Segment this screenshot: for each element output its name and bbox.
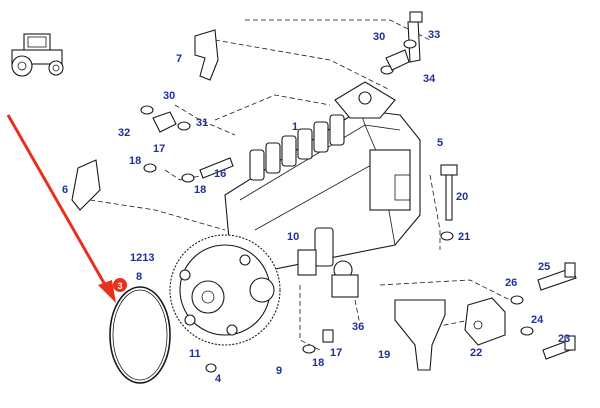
- fuel-fittings: [297, 227, 359, 298]
- callout-26: 26: [505, 277, 517, 289]
- pipe-30-upper: [385, 49, 410, 71]
- callout-9: 9: [276, 365, 282, 377]
- callout-1: 1: [292, 121, 298, 133]
- callout-30a: 30: [163, 90, 175, 102]
- callout-32: 32: [118, 127, 130, 139]
- leader-lines: [89, 19, 511, 351]
- callout-7: 7: [176, 53, 182, 65]
- highlight-badge: 3: [113, 278, 127, 292]
- bracket-19: [394, 299, 446, 371]
- callout-1213: 1213: [130, 252, 154, 264]
- callout-23: 23: [558, 333, 570, 345]
- highlight-badge-label: 3: [117, 281, 122, 291]
- tractor-icon: [11, 33, 64, 77]
- callout-labels: 1 4 5 6 7 8 9 10 11 1213 16 17 17 18 18 …: [62, 29, 570, 385]
- drive-gear: [169, 234, 281, 346]
- callout-17b: 17: [330, 347, 342, 359]
- callout-18b: 18: [194, 184, 206, 196]
- callout-16: 16: [214, 168, 226, 180]
- callout-25: 25: [538, 261, 550, 273]
- callout-19: 19: [378, 349, 390, 361]
- callout-10: 10: [287, 231, 299, 243]
- pump-barrels: [249, 114, 345, 181]
- callout-8: 8: [136, 271, 142, 283]
- highlight-arrow: [6, 114, 116, 303]
- callout-24: 24: [531, 314, 544, 326]
- callout-18a: 18: [129, 155, 141, 167]
- callout-20: 20: [456, 191, 468, 203]
- pipe-30: [152, 111, 177, 133]
- callout-18c: 18: [312, 357, 324, 369]
- injection-pump: [224, 81, 421, 271]
- callout-30b: 30: [373, 31, 385, 43]
- callout-5: 5: [437, 137, 443, 149]
- gasket-ring: [109, 286, 171, 384]
- callout-31: 31: [196, 117, 208, 129]
- callout-6: 6: [62, 184, 68, 196]
- callout-34: 34: [423, 73, 436, 85]
- callout-36: 36: [352, 321, 364, 333]
- washers: [140, 39, 534, 373]
- callout-22: 22: [470, 347, 482, 359]
- bracket-6: [71, 159, 101, 211]
- callout-17a: 17: [153, 143, 165, 155]
- block-22: [464, 297, 506, 346]
- callout-33: 33: [428, 29, 440, 41]
- callout-21: 21: [458, 231, 470, 243]
- bracket-7: [194, 29, 219, 81]
- callout-4: 4: [215, 373, 222, 385]
- callout-11: 11: [189, 348, 201, 360]
